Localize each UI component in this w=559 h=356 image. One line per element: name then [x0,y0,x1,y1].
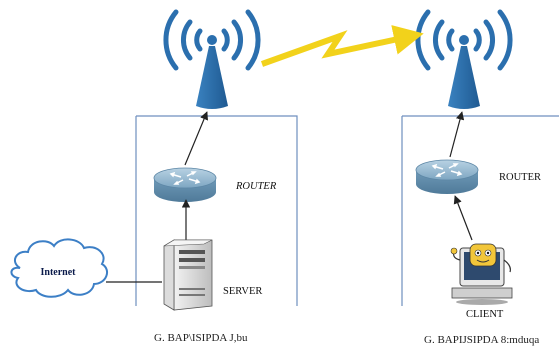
arrow-router-to-antenna-left [184,111,208,166]
router-label-left: ROUTER [235,181,277,192]
server-side-box [135,115,298,306]
connection-arrows [106,111,473,283]
antenna-icon [163,9,261,109]
client-computer-icon [450,243,513,305]
antenna-icon [415,9,513,109]
server-icon [163,239,213,311]
wireless-link [260,25,424,67]
router-icon [415,159,479,194]
server-label: SERVER [223,286,262,297]
arrow-router-to-antenna-right [449,111,465,158]
cloud-icon: Internet [10,238,109,298]
caption-left: G. BAP\ISIPDA J,bu [154,332,248,344]
arrow-client-to-router [453,195,473,241]
client-label: CLIENT [466,309,504,320]
client-side-box [401,115,559,306]
router-label-right: ROUTER [499,172,541,183]
caption-right: G. BAPIJSIPDA 8:mduqa [424,334,539,346]
internet-label: Internet [41,267,77,278]
router-icon [153,167,217,202]
